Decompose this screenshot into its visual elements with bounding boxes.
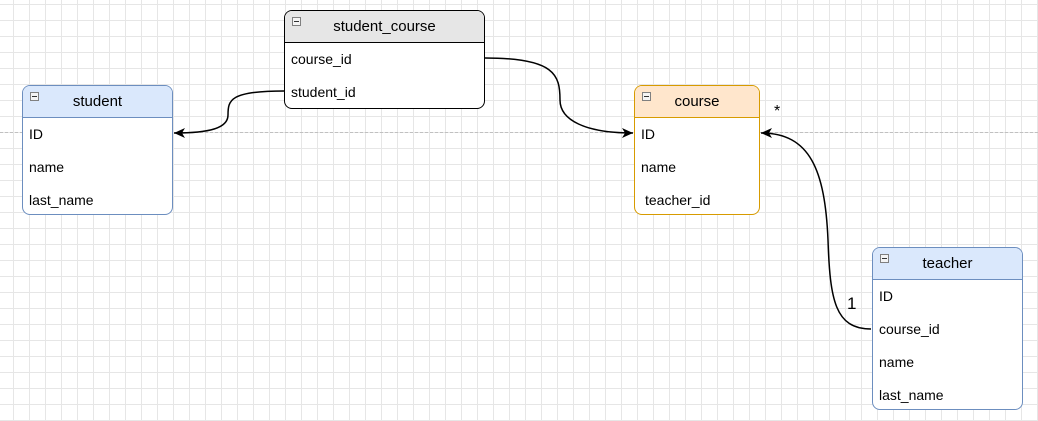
entity-header[interactable]: course: [635, 86, 759, 118]
entity-field[interactable]: last_name: [29, 192, 94, 208]
collapse-icon[interactable]: [30, 92, 39, 101]
connector-student-course-to-student[interactable]: [173, 90, 285, 138]
entity-student[interactable]: student ID name last_name: [22, 85, 173, 215]
connector-student-course-to-course[interactable]: [484, 57, 634, 138]
entity-field[interactable]: name: [641, 159, 677, 175]
entity-field[interactable]: course_id: [291, 51, 352, 67]
entity-title: student_course: [333, 18, 436, 35]
entity-teacher[interactable]: teacher ID course_id name last_name: [872, 247, 1023, 410]
cardinality-many-label: *: [774, 103, 781, 120]
entity-title: course: [674, 93, 720, 110]
entity-field[interactable]: course_id: [879, 321, 940, 337]
collapse-icon[interactable]: [292, 17, 301, 26]
cardinality-one-label: 1: [847, 294, 857, 313]
entity-header[interactable]: student: [23, 86, 172, 118]
entity-field[interactable]: name: [29, 159, 65, 175]
entity-student-course[interactable]: student_course course_id student_id: [284, 10, 485, 109]
entity-field[interactable]: last_name: [879, 387, 944, 403]
collapse-icon[interactable]: [880, 254, 889, 263]
entity-title: student: [72, 93, 123, 110]
entity-field[interactable]: name: [879, 354, 915, 370]
page-break-line: [0, 132, 1038, 133]
collapse-icon[interactable]: [642, 92, 651, 101]
entity-header[interactable]: teacher: [873, 248, 1022, 280]
entity-field[interactable]: ID: [641, 126, 655, 142]
connector-teacher-to-course[interactable]: [760, 128, 872, 330]
entity-course[interactable]: course ID name teacher_id: [634, 85, 760, 215]
entity-field[interactable]: ID: [879, 288, 893, 304]
entity-field[interactable]: student_id: [291, 84, 356, 100]
entity-header[interactable]: student_course: [285, 11, 484, 43]
entity-field[interactable]: teacher_id: [645, 192, 711, 208]
entity-field[interactable]: ID: [29, 126, 43, 142]
entity-title: teacher: [922, 255, 973, 272]
